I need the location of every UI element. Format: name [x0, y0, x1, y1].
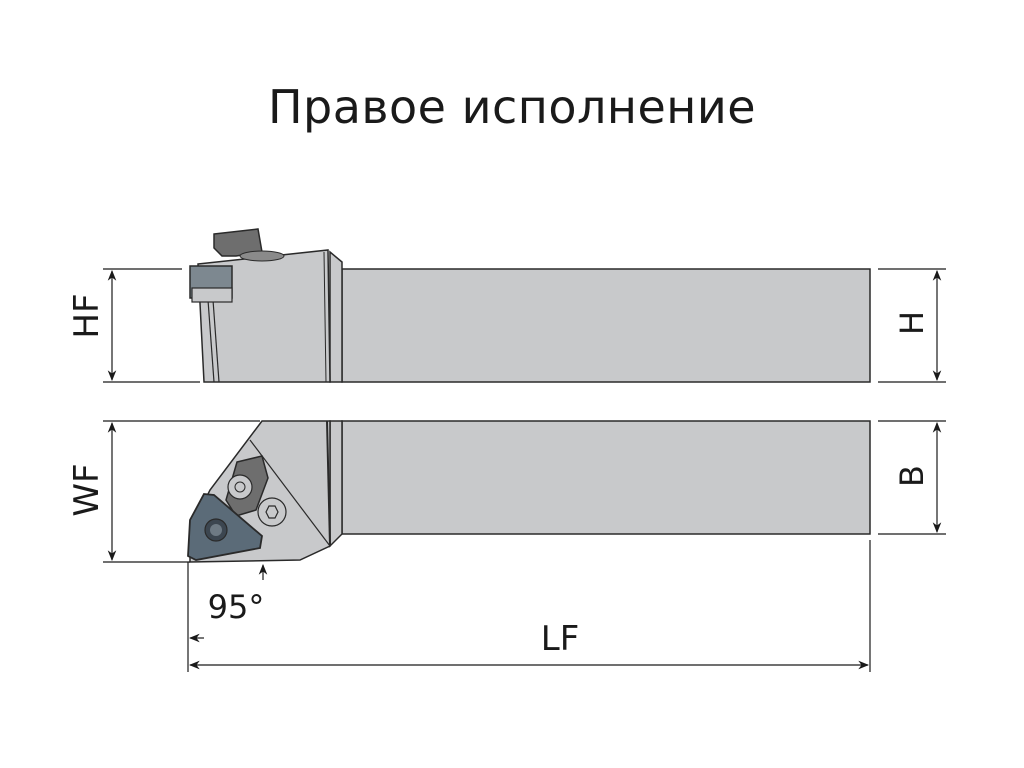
angle-label: 95° — [208, 588, 265, 626]
dimension-lines — [103, 268, 946, 672]
b-label: B — [893, 465, 931, 487]
diagram-title: Правое исполнение — [267, 80, 757, 134]
top-view — [187, 420, 871, 563]
side-view — [189, 228, 871, 383]
shank-top — [341, 420, 871, 535]
shank-side — [341, 268, 871, 383]
torx-screw-icon — [227, 474, 253, 500]
lf-label: LF — [541, 619, 580, 659]
clamp — [213, 228, 263, 257]
h-label: H — [893, 311, 931, 335]
hf-label: HF — [67, 293, 107, 338]
wf-label: WF — [67, 463, 107, 516]
